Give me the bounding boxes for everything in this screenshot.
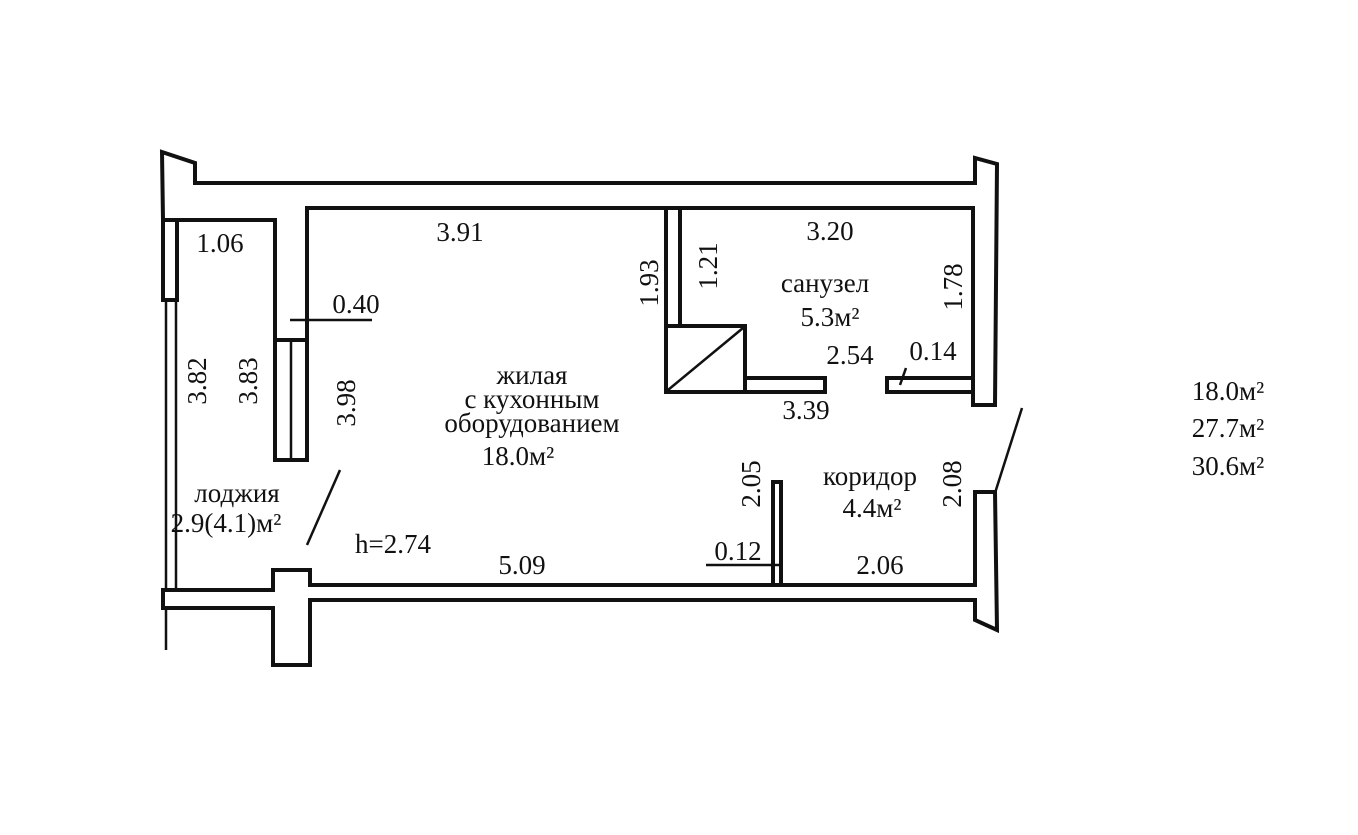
living-room-name-2: с кухонным — [464, 384, 599, 414]
loggia-window-upper — [161, 218, 179, 302]
dim-206: 2.06 — [856, 550, 903, 580]
dim-382: 3.82 — [182, 357, 212, 404]
living-room-name-3: оборудованием — [444, 408, 619, 438]
summary-total-with-loggia: 30.6м² — [1192, 451, 1264, 481]
dim-398: 3.98 — [331, 379, 361, 426]
dim-178: 1.78 — [938, 263, 968, 310]
dim-383: 3.83 — [233, 357, 263, 404]
dim-208: 2.08 — [937, 460, 967, 507]
dim-254: 2.54 — [826, 340, 874, 370]
dim-391: 3.91 — [436, 217, 483, 247]
dim-012: 0.12 — [714, 536, 761, 566]
entrance-door-swing — [993, 407, 1024, 494]
shaft-diagonal — [667, 327, 744, 391]
loggia-area: 2.9(4.1)м² — [171, 508, 282, 538]
dim-320: 3.20 — [806, 216, 853, 246]
corridor-area: 4.4м² — [843, 493, 902, 523]
exterior-top-wall — [159, 149, 1000, 407]
dim-014: 0.14 — [909, 336, 957, 366]
bathroom-partition — [664, 206, 682, 328]
living-room-area: 18.0м² — [482, 441, 554, 471]
summary-living-area: 18.0м² — [1192, 376, 1264, 406]
dim-509: 5.09 — [498, 550, 545, 580]
bathroom-wall-right — [885, 376, 975, 394]
ceiling-height: h=2.74 — [355, 529, 431, 559]
dim-121: 1.21 — [693, 242, 723, 289]
bathroom-wall-left — [743, 376, 827, 394]
dim-205: 2.05 — [736, 460, 766, 507]
corridor-partition — [771, 480, 783, 587]
dim-106: 1.06 — [196, 228, 243, 258]
loggia-door-swing — [305, 469, 342, 546]
exterior-bottom-wall — [161, 490, 1000, 667]
bathroom-name: санузел — [781, 268, 869, 298]
corridor-name: коридор — [823, 461, 917, 491]
dim-339: 3.39 — [782, 395, 829, 425]
dim-leader-014 — [898, 367, 908, 386]
living-room-name: жилая — [496, 360, 568, 390]
bathroom-area: 5.3м² — [801, 302, 860, 332]
dim-193: 1.93 — [634, 259, 664, 306]
dim-040: 0.40 — [332, 289, 379, 319]
summary-total-area: 27.7м² — [1192, 413, 1264, 443]
loggia-name: лоджия — [194, 478, 279, 508]
